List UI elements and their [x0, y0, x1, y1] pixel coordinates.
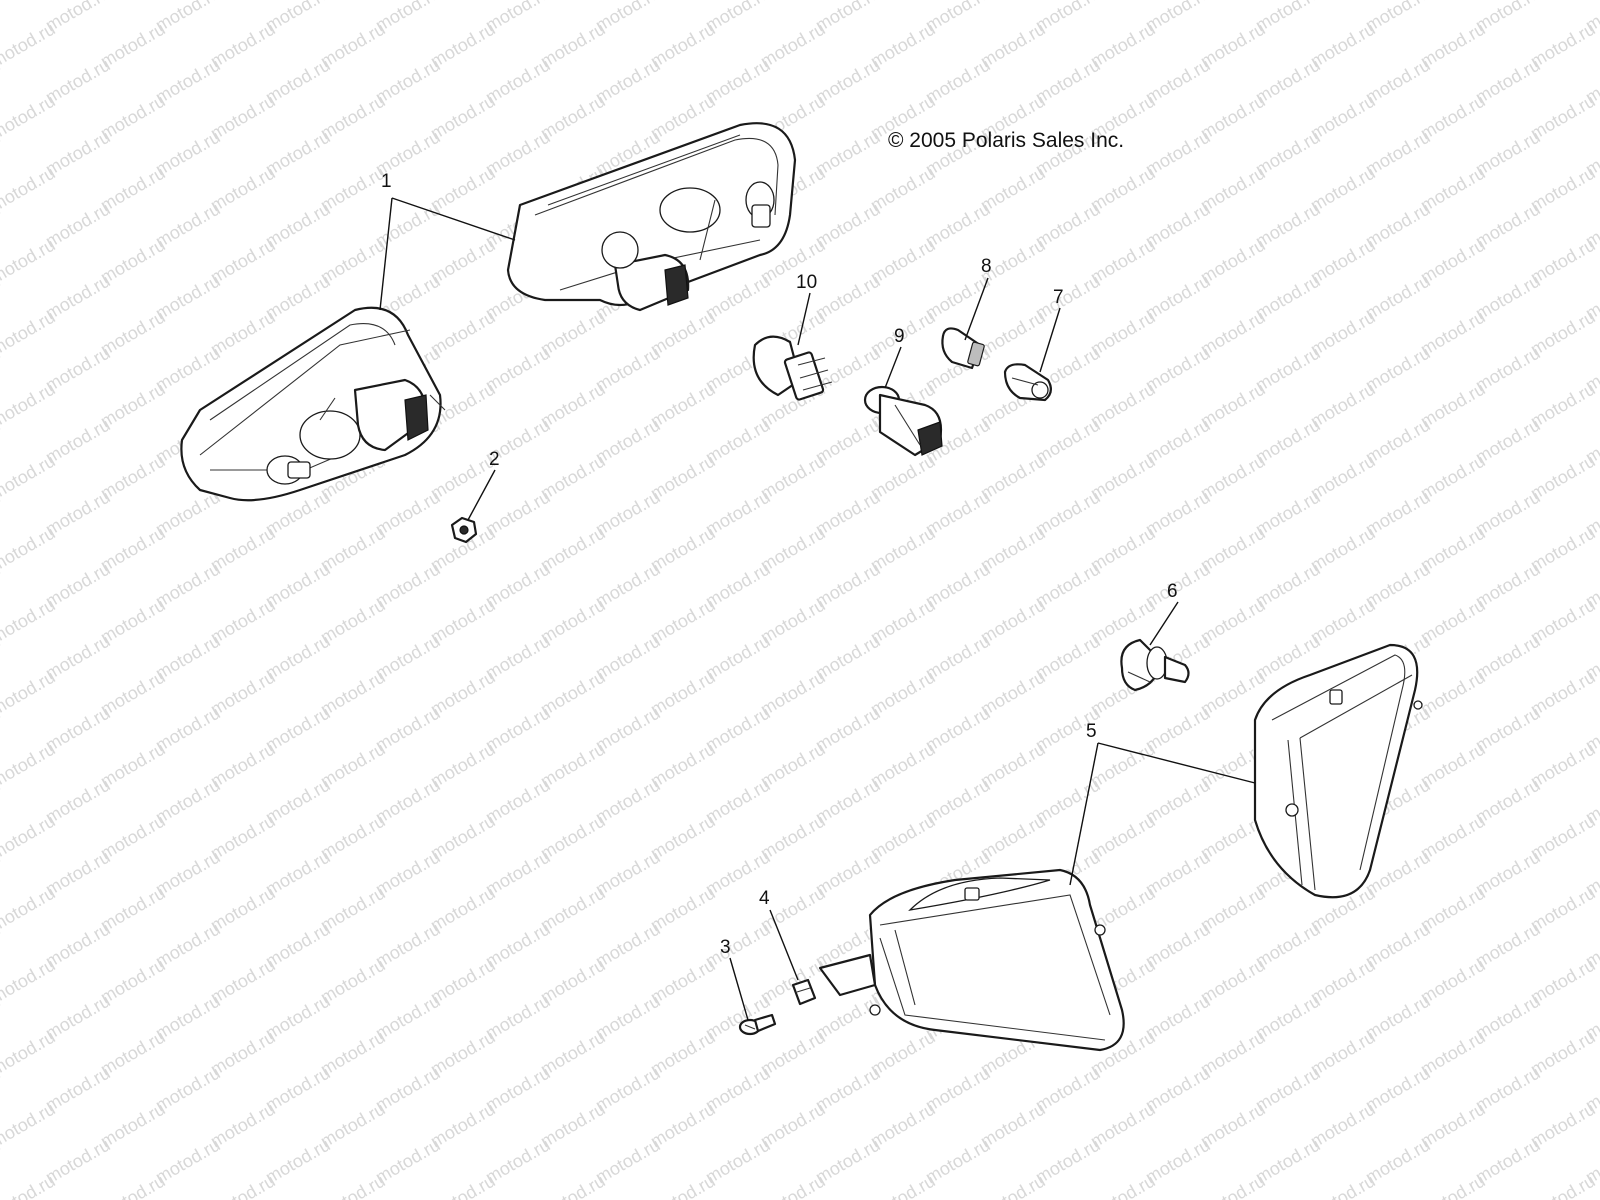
watermark-text: motod.ru [0, 307, 59, 360]
watermark-text: motod.ru [0, 379, 59, 432]
watermark-text: motod.ru [317, 1171, 389, 1200]
callout-9: 9 [894, 326, 905, 347]
watermark-text: motod.ru [1087, 1171, 1159, 1200]
watermark-text: motod.ru [647, 1171, 719, 1200]
watermark-text: motod.ru [207, 1171, 279, 1200]
callout-labels: 1 2 3 4 5 6 7 8 9 10 [381, 171, 1178, 958]
callout-10: 10 [796, 272, 817, 293]
callout-3: 3 [720, 937, 731, 958]
watermark-text: motod.ru [0, 19, 59, 72]
callout-1: 1 [381, 171, 392, 192]
watermark-text: motod.ru [757, 1171, 829, 1200]
watermark-text: motod.ru [0, 0, 4, 35]
watermark-text: motod.ru [0, 523, 59, 576]
watermark-text: motod.ru [867, 1171, 939, 1200]
clip-part [791, 978, 817, 1006]
tail-light-housing-upper [506, 122, 797, 312]
watermark-text: motod.ru [0, 1099, 59, 1152]
watermark-text: motod.ru [427, 1171, 499, 1200]
screw-part [738, 1013, 777, 1036]
wedge-bulb-part [752, 335, 833, 401]
leader-lines [379, 197, 1256, 1021]
callout-4: 4 [759, 888, 770, 909]
watermark-text: motod.ru [0, 163, 59, 216]
bulb-socket-part [863, 385, 943, 457]
watermark-text: motod.ru [97, 1171, 169, 1200]
nut-part [450, 516, 478, 544]
watermark-text: motod.ru [1307, 1171, 1379, 1200]
watermark-text: motod.ru [537, 1171, 609, 1200]
watermark-text: motod.ru [0, 667, 59, 720]
small-bulb-part [941, 327, 985, 370]
watermark-text: motod.ru [1527, 1171, 1599, 1200]
headlight-assembly-right [1253, 643, 1423, 899]
headlight-assembly-left [818, 868, 1125, 1052]
callout-8: 8 [981, 256, 992, 277]
watermark-text: motod.ru [0, 955, 59, 1008]
watermark-text: motod.ru [0, 739, 59, 792]
callout-2: 2 [489, 449, 500, 470]
watermark-text: motod.ru [1417, 1171, 1489, 1200]
watermark-text: motod.ru [0, 451, 59, 504]
headlight-bulb-part [1120, 638, 1190, 692]
tail-light-housing-lower [180, 306, 446, 502]
watermark-text: motod.ru [1197, 1171, 1269, 1200]
watermark-text: motod.ru [0, 235, 59, 288]
watermark-text: motod.ru [977, 1171, 1049, 1200]
callout-5: 5 [1086, 721, 1097, 742]
watermark-text: motod.ru [0, 91, 59, 144]
copyright-text: © 2005 Polaris Sales Inc. [888, 129, 1124, 152]
watermark-text: motod.ru [0, 1027, 59, 1080]
watermark-text: motod.ru [0, 1171, 59, 1200]
small-socket-part [1003, 363, 1052, 402]
callout-6: 6 [1167, 581, 1178, 602]
watermark-text: motod.ru [0, 811, 59, 864]
callout-7: 7 [1053, 287, 1064, 308]
watermark-text: motod.ru [0, 595, 59, 648]
watermark-text: motod.ru [0, 883, 59, 936]
